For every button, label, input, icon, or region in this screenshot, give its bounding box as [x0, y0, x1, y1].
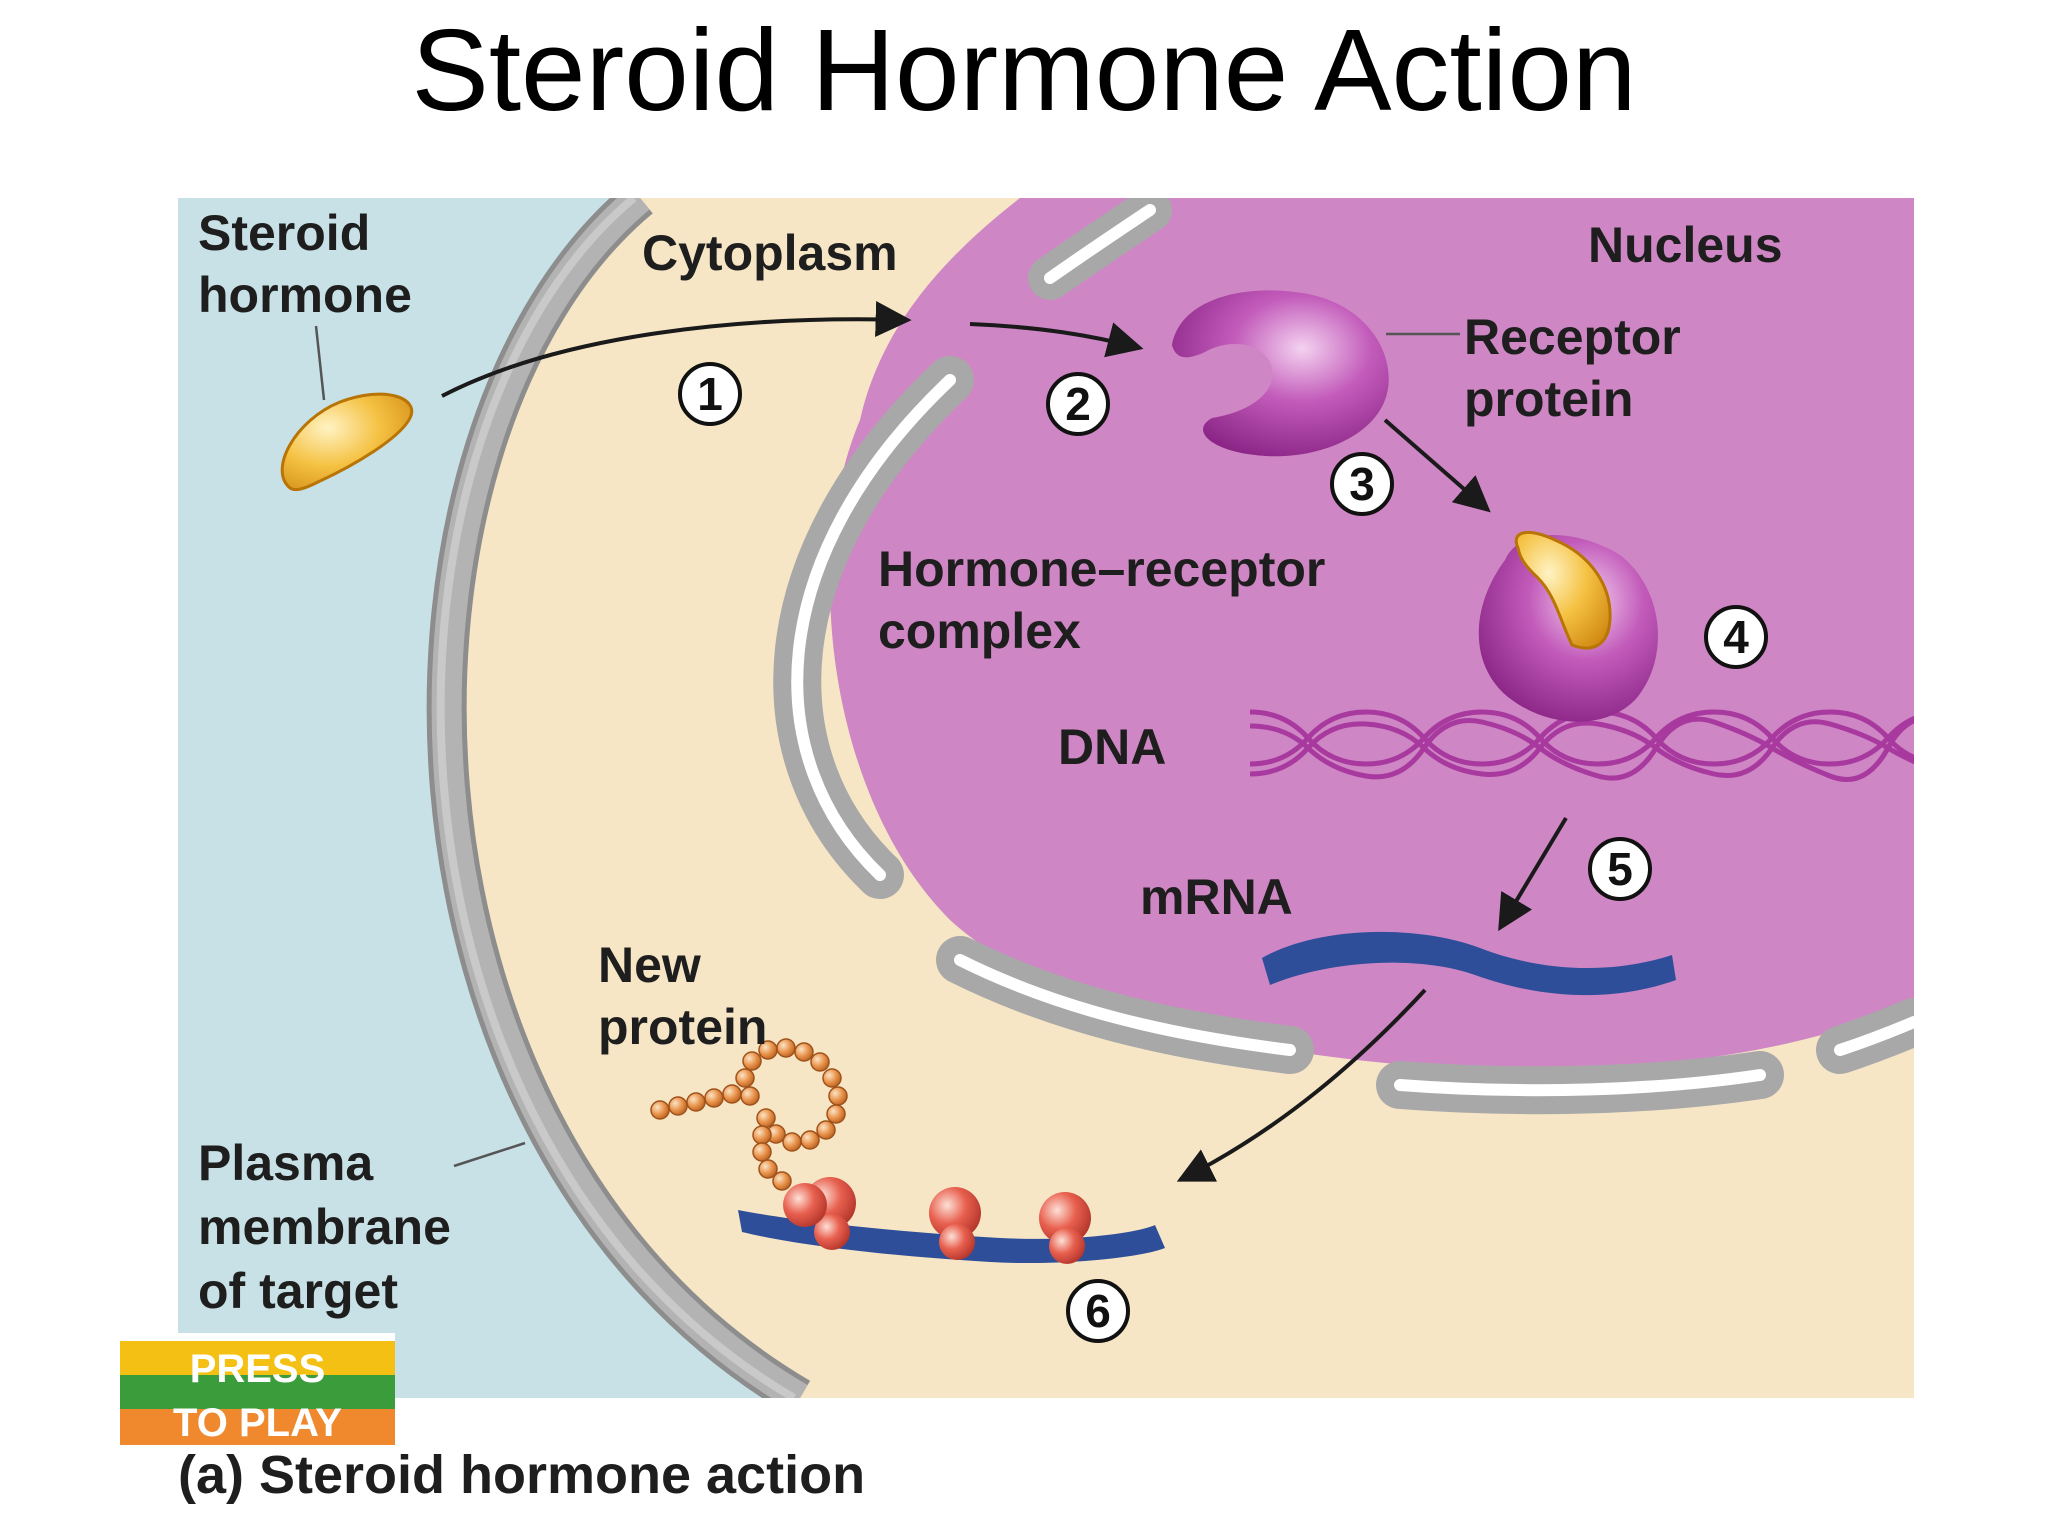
label-plasma-membrane-line1: Plasma: [198, 1135, 374, 1191]
label-receptor-protein-line1: Receptor: [1464, 309, 1681, 365]
nuclear-envelope: [773, 198, 1914, 1115]
label-complex-line1: Hormone–receptor: [878, 541, 1325, 597]
step-marker-3: 3: [1330, 452, 1394, 516]
label-hormone-receptor-complex: Hormone–receptor complex: [878, 541, 1339, 659]
step-number-6: 6: [1085, 1285, 1111, 1337]
label-complex-line2: complex: [878, 603, 1081, 659]
label-nucleus: Nucleus: [1588, 217, 1783, 273]
step-number-3: 3: [1349, 458, 1375, 510]
label-new-protein-line2: protein: [598, 999, 767, 1055]
play-button-label-line2: TO PLAY: [173, 1401, 342, 1445]
label-steroid-hormone-line2: hormone: [198, 267, 412, 323]
new-protein-chain: [650, 1038, 848, 1191]
arrow-3: [1383, 418, 1491, 513]
arrow-2: [969, 322, 1144, 358]
mrna-strand: [1262, 931, 1676, 996]
press-to-play-button[interactable]: PRESS TO PLAY: [120, 1333, 395, 1445]
step-marker-5: 5: [1588, 837, 1652, 901]
step-number-5: 5: [1607, 843, 1633, 895]
label-steroid-hormone-line1: Steroid: [198, 205, 370, 261]
slide-title: Steroid Hormone Action: [411, 5, 1637, 135]
label-plasma-membrane: Plasma membrane of target: [198, 1135, 465, 1319]
step-number-2: 2: [1065, 378, 1091, 430]
steroid-hormone-molecule: [280, 392, 414, 492]
leader-lines: [314, 325, 1460, 1168]
play-button-stripe-orange: [120, 1409, 395, 1445]
arrow-6: [1176, 988, 1427, 1182]
figure-caption: (a) Steroid hormone action: [178, 1445, 866, 1505]
label-dna: DNA: [1058, 719, 1166, 775]
step-number-1: 1: [697, 368, 723, 420]
play-button-label-line1: PRESS: [189, 1347, 326, 1391]
step-marker-1: 1: [678, 362, 742, 426]
label-plasma-membrane-line2: membrane: [198, 1199, 451, 1255]
label-plasma-membrane-line3: of target: [198, 1263, 398, 1319]
label-cytoplasm: Cytoplasm: [642, 225, 898, 281]
label-new-protein-line1: New: [598, 937, 701, 993]
step-marker-6: 6: [1066, 1279, 1130, 1343]
step-number-4: 4: [1723, 611, 1749, 663]
label-receptor-protein-line2: protein: [1464, 371, 1633, 427]
pathway-arrows: [441, 301, 1568, 1182]
arrow-1: [441, 301, 912, 398]
play-button-stripe-white: [120, 1333, 395, 1341]
receptor-protein: [1172, 290, 1389, 457]
label-new-protein: New protein: [598, 937, 767, 1055]
play-button-stripe-yellow: [120, 1341, 395, 1375]
play-button-stripe-green: [120, 1375, 395, 1409]
ribosomes-translating: [738, 1177, 1165, 1264]
label-mrna: mRNA: [1140, 869, 1293, 925]
hormone-receptor-complex: [1478, 530, 1658, 722]
step-marker-4: 4: [1704, 605, 1768, 669]
label-receptor-protein: Receptor protein: [1464, 309, 1695, 427]
arrow-5: [1498, 816, 1568, 932]
label-steroid-hormone: Steroid hormone: [198, 205, 412, 323]
step-marker-2: 2: [1046, 372, 1110, 436]
